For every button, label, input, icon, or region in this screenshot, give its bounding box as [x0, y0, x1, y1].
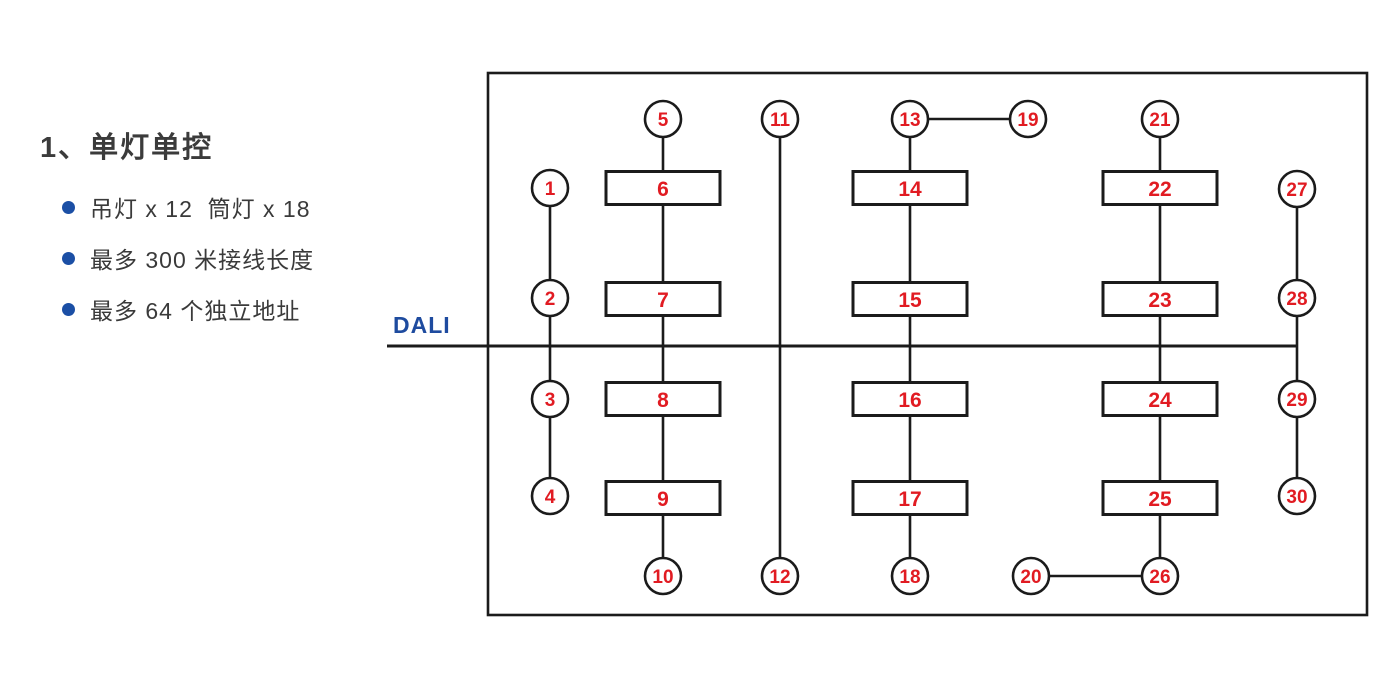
pendant-lamp-node-16	[851, 381, 969, 417]
downlight-number: 20	[1020, 567, 1041, 588]
pendant-lamp-node-23	[1101, 281, 1219, 317]
downlight-number: 1	[545, 179, 556, 200]
diagram-frame	[486, 71, 1369, 617]
downlight-node-20	[1011, 556, 1051, 596]
bullet-dot-icon	[62, 251, 75, 265]
spec-bullet-wire-length: 最多 300 米接线长度	[62, 241, 314, 275]
downlight-number: 29	[1286, 390, 1307, 411]
pendant-lamp-number: 25	[1148, 488, 1172, 511]
downlight-node-10	[643, 556, 683, 596]
spec-bullet-address-count: 最多 64 个独立地址	[62, 292, 314, 326]
pendant-lamp-node-9	[604, 480, 722, 516]
pendant-lamp-number: 22	[1148, 178, 1171, 201]
downlight-number: 10	[652, 567, 673, 588]
downlight-node-1	[530, 168, 570, 208]
pendant-lamp-node-7	[604, 281, 722, 317]
downlight-node-30	[1277, 476, 1317, 516]
downlight-number: 13	[899, 110, 920, 131]
pendant-lamp-number: 7	[657, 289, 669, 312]
downlight-number: 4	[545, 487, 556, 508]
downlight-number: 2	[545, 289, 556, 310]
downlight-number: 12	[769, 567, 790, 588]
pendant-lamp-number: 23	[1148, 289, 1171, 312]
spec-bullet-list: 吊灯 x 12 筒灯 x 18 最多 300 米接线长度 最多 64 个独立地址	[62, 190, 314, 326]
spec-bullet-label: 最多 300 米接线长度	[90, 247, 315, 273]
downlight-number: 19	[1017, 110, 1038, 131]
downlight-node-12	[760, 556, 800, 596]
pendant-lamp-number: 9	[657, 488, 669, 511]
downlight-node-26	[1140, 556, 1180, 596]
pendant-lamp-node-17	[851, 480, 969, 516]
downlight-node-21	[1140, 99, 1180, 139]
pendant-lamp-node-24	[1101, 381, 1219, 417]
pendant-lamp-node-6	[604, 170, 722, 206]
downlight-number: 11	[770, 110, 791, 131]
downlight-node-11	[760, 99, 800, 139]
downlight-node-3	[530, 379, 570, 419]
downlight-number: 30	[1286, 487, 1307, 508]
pendant-lamp-node-15	[851, 281, 969, 317]
bullet-dot-icon	[62, 302, 75, 316]
downlight-node-5	[643, 99, 683, 139]
bullet-dot-icon	[62, 200, 75, 214]
pendant-lamp-number: 17	[898, 488, 921, 511]
pendant-lamp-node-8	[604, 381, 722, 417]
downlight-node-13	[890, 99, 930, 139]
pendant-lamp-number: 14	[898, 178, 922, 201]
downlight-node-29	[1277, 379, 1317, 419]
pendant-lamp-number: 16	[898, 389, 921, 412]
pendant-lamp-number: 8	[657, 389, 669, 412]
downlight-number: 5	[658, 110, 669, 131]
pendant-lamp-number: 15	[898, 289, 922, 312]
pendant-lamp-number: 6	[657, 178, 669, 201]
downlight-number: 21	[1149, 110, 1171, 131]
downlight-node-28	[1277, 278, 1317, 318]
downlight-node-18	[890, 556, 930, 596]
pendant-lamp-node-14	[851, 170, 969, 206]
section-title: 1、单灯单控	[40, 132, 214, 164]
downlight-node-27	[1277, 169, 1317, 209]
pendant-lamp-node-22	[1101, 170, 1219, 206]
spec-bullet-label: 最多 64 个独立地址	[90, 298, 301, 324]
pendant-lamp-node-25	[1101, 480, 1219, 516]
spec-panel: 1、单灯单控 吊灯 x 12 筒灯 x 18 最多 300 米接线长度 最多 6…	[40, 124, 314, 326]
downlight-number: 28	[1286, 289, 1307, 310]
downlight-node-2	[530, 278, 570, 318]
downlight-number: 18	[899, 567, 920, 588]
spec-bullet-lamp-count: 吊灯 x 12 筒灯 x 18	[62, 190, 314, 224]
downlight-node-19	[1008, 99, 1048, 139]
pendant-lamp-number: 24	[1148, 389, 1172, 412]
downlight-number: 3	[545, 390, 556, 411]
downlight-node-4	[530, 476, 570, 516]
downlight-number: 27	[1286, 180, 1307, 201]
downlight-number: 26	[1149, 567, 1170, 588]
spec-bullet-label: 吊灯 x 12 筒灯 x 18	[90, 196, 311, 222]
dali-bus-label: DALI	[393, 312, 451, 338]
